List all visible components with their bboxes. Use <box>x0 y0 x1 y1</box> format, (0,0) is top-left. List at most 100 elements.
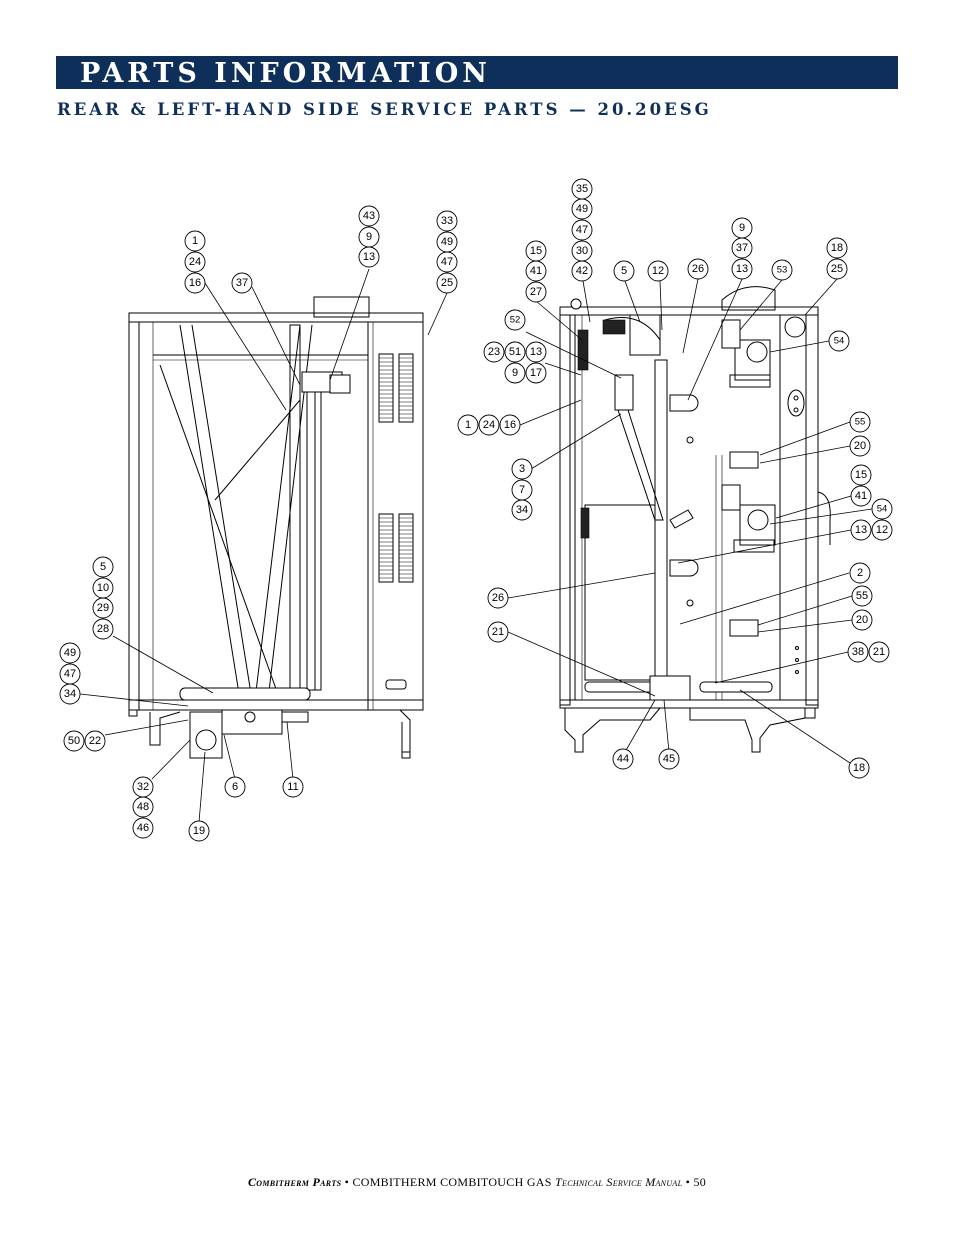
svg-text:9: 9 <box>512 367 518 379</box>
svg-text:17: 17 <box>530 367 542 379</box>
callout: 16 <box>184 272 206 294</box>
callout: 13 <box>358 246 380 268</box>
svg-text:15: 15 <box>855 469 867 481</box>
svg-text:54: 54 <box>877 504 888 515</box>
svg-text:20: 20 <box>856 614 868 626</box>
svg-text:5: 5 <box>100 561 106 573</box>
rear-view-callouts: 1 24 16 37 43 9 13 33 49 47 25 5 10 29 2… <box>59 205 458 842</box>
svg-text:9: 9 <box>366 231 372 243</box>
svg-text:10: 10 <box>97 582 109 594</box>
svg-text:26: 26 <box>492 592 504 604</box>
svg-text:6: 6 <box>232 781 238 793</box>
page-footer: Combitherm Parts • COMBITHERM COMBITOUCH… <box>0 1175 954 1190</box>
callout: 26 <box>487 587 509 609</box>
svg-text:37: 37 <box>236 277 248 289</box>
svg-text:28: 28 <box>97 623 109 635</box>
svg-text:25: 25 <box>831 263 843 275</box>
callout: 10 <box>92 577 114 599</box>
svg-text:35: 35 <box>576 183 588 195</box>
svg-text:12: 12 <box>876 524 888 536</box>
footer-separator: • <box>682 1175 694 1189</box>
svg-text:15: 15 <box>530 245 542 257</box>
callout: 29 <box>92 597 114 619</box>
lower-louvers <box>378 513 414 583</box>
svg-text:41: 41 <box>855 490 867 502</box>
left-side-view-drawing <box>559 286 831 753</box>
callout: 52 <box>504 309 526 331</box>
rear-view-drawing <box>128 296 424 759</box>
svg-text:47: 47 <box>64 668 76 680</box>
svg-text:23: 23 <box>488 346 500 358</box>
callout: 13 <box>731 258 753 280</box>
svg-text:53: 53 <box>777 265 788 276</box>
svg-text:45: 45 <box>663 753 675 765</box>
callout: 25 <box>826 258 848 280</box>
callout: 15 <box>525 240 547 262</box>
footer-separator: • <box>341 1175 353 1189</box>
svg-text:2: 2 <box>857 567 863 579</box>
callout: 45 <box>658 748 680 770</box>
callout: 32 <box>132 776 154 798</box>
svg-text:55: 55 <box>856 590 868 602</box>
rear-view-leaders <box>79 268 448 823</box>
callout: 55 <box>851 585 873 607</box>
footer-product: COMBITHERM COMBITOUCH GAS <box>352 1175 552 1189</box>
svg-text:50: 50 <box>68 735 80 747</box>
callout: 53 <box>771 259 793 281</box>
upper-louvers <box>378 353 414 423</box>
callout: 9 <box>358 226 380 248</box>
svg-text:3: 3 <box>519 463 525 475</box>
svg-text:32: 32 <box>137 781 149 793</box>
callout: 11 <box>282 776 304 798</box>
callout: 5 <box>613 260 635 282</box>
footer-section: Combitherm Parts <box>247 1175 342 1189</box>
callout: 15 <box>850 464 872 486</box>
banner-title: PARTS INFORMATION <box>80 58 491 89</box>
svg-text:48: 48 <box>137 801 149 813</box>
callout: 30 <box>571 240 593 262</box>
svg-text:21: 21 <box>492 626 504 638</box>
callout: 16 <box>499 414 521 436</box>
svg-text:49: 49 <box>64 647 76 659</box>
svg-text:13: 13 <box>855 524 867 536</box>
callout: 47 <box>571 219 593 241</box>
callout: 1 <box>184 230 206 252</box>
callout: 41 <box>850 485 872 507</box>
svg-text:54: 54 <box>834 336 845 347</box>
svg-text:21: 21 <box>873 646 885 658</box>
callout: 3 <box>511 458 533 480</box>
callout: 25 <box>436 272 458 294</box>
callout: 24 <box>184 251 206 273</box>
callout: 6 <box>224 776 246 798</box>
svg-text:1: 1 <box>192 235 198 247</box>
callout: 42 <box>571 260 593 282</box>
svg-text:42: 42 <box>576 265 588 277</box>
callout: 7 <box>511 479 533 501</box>
callout: 20 <box>849 435 871 457</box>
callout: 46 <box>132 817 154 839</box>
left-side-view-leaders <box>507 278 873 764</box>
callout: 34 <box>59 683 81 705</box>
callout: 49 <box>59 642 81 664</box>
page-number: 50 <box>693 1175 707 1189</box>
svg-text:49: 49 <box>441 236 453 248</box>
page-subtitle: REAR & LEFT-HAND SIDE SERVICE PARTS — 20… <box>57 100 712 119</box>
callout: 44 <box>612 748 634 770</box>
svg-text:12: 12 <box>652 265 664 277</box>
callout: 17 <box>525 362 547 384</box>
svg-text:47: 47 <box>576 224 588 236</box>
callout: 51 <box>504 341 526 363</box>
svg-text:22: 22 <box>89 735 101 747</box>
svg-text:9: 9 <box>739 222 745 234</box>
svg-text:55: 55 <box>855 417 866 428</box>
svg-text:18: 18 <box>831 242 843 254</box>
svg-text:30: 30 <box>576 245 588 257</box>
callout: 24 <box>478 414 500 436</box>
callout: 47 <box>59 663 81 685</box>
callout: 20 <box>851 609 873 631</box>
callout: 48 <box>132 796 154 818</box>
svg-text:20: 20 <box>854 440 866 452</box>
callout: 12 <box>871 519 893 541</box>
svg-text:38: 38 <box>852 646 864 658</box>
callout: 33 <box>436 210 458 232</box>
